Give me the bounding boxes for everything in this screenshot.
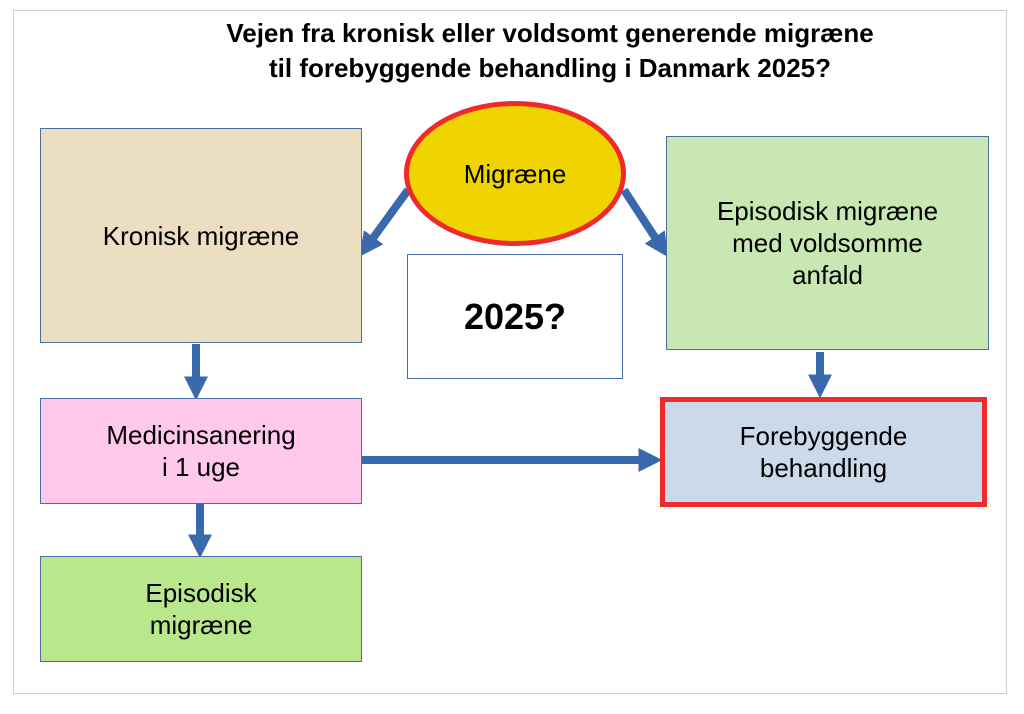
- node-medicinsanering: Medicinsanering i 1 uge: [40, 398, 362, 504]
- arrow-migraene-to-episodisk-voldsom: [620, 187, 668, 258]
- node-migraene: Migræne: [404, 101, 626, 246]
- arrow-migraene-to-kronisk: [359, 187, 412, 257]
- node-question-label: 2025?: [463, 295, 567, 337]
- node-episodisk-migraene: Episodisk migræne: [40, 556, 362, 662]
- node-episodisk-voldsom-line-2: med voldsomme: [732, 228, 923, 258]
- node-episodisk-voldsom: Episodisk migræne med voldsomme anfald: [666, 136, 989, 350]
- node-medicin-line-2: i 1 uge: [161, 452, 241, 482]
- node-forebyggende-behandling: Forebyggende behandling: [660, 397, 987, 507]
- title-line-1: Vejen fra kronisk eller voldsomt generen…: [226, 18, 874, 48]
- node-forebyg-line-2: behandling: [759, 453, 888, 483]
- diagram-title: Vejen fra kronisk eller voldsomt generen…: [80, 16, 1020, 86]
- node-year-question: 2025?: [407, 254, 623, 379]
- node-episodisk-line-1: Episodisk: [145, 578, 257, 608]
- node-medicin-line-1: Medicinsanering: [106, 420, 296, 450]
- node-episodisk-voldsom-line-1: Episodisk migræne: [716, 196, 939, 226]
- node-migraene-label: Migræne: [463, 158, 567, 189]
- title-line-2: til forebyggende behandling i Danmark 20…: [268, 53, 831, 83]
- node-episodisk-line-2: migræne: [149, 610, 253, 640]
- node-forebyg-line-1: Forebyggende: [739, 421, 908, 451]
- node-kronisk-label: Kronisk migræne: [102, 220, 300, 251]
- diagram-frame: [13, 10, 1007, 694]
- node-kronisk-migraene: Kronisk migræne: [40, 128, 362, 343]
- node-episodisk-voldsom-line-3: anfald: [792, 260, 863, 290]
